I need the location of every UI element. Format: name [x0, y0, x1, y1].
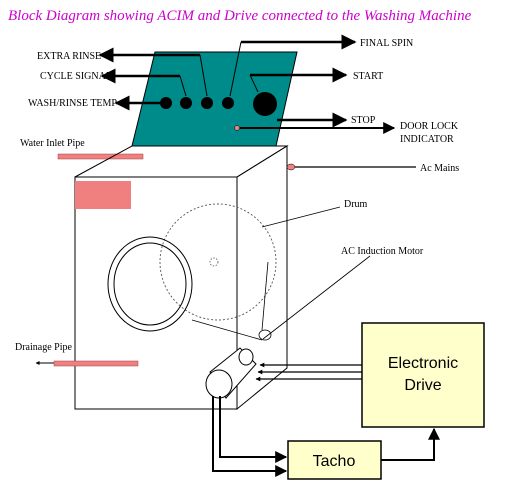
drum	[159, 203, 277, 321]
water-inlet-label: Water Inlet Pipe	[20, 138, 85, 149]
belt-line-2	[261, 261, 269, 331]
start-leader	[249, 74, 259, 93]
drum-hub	[209, 257, 219, 267]
cycle-signal-label: CYCLE SIGNAL	[40, 71, 112, 82]
drainage-label: Drainage Pipe	[15, 342, 72, 353]
extra-rinse-label: EXTRA RINSE	[37, 51, 101, 62]
drum-pulley	[258, 329, 272, 341]
extra-rinse-knob	[201, 97, 213, 109]
final-spin-knob	[222, 97, 234, 109]
drum-leader	[261, 206, 341, 228]
tacho-block	[287, 440, 382, 480]
ac-mains-label: Ac Mains	[420, 163, 459, 174]
wash-rinse-temp-knob	[160, 97, 172, 109]
electronic-drive-label-line2: Drive	[404, 377, 441, 394]
door-inner	[113, 242, 187, 326]
motor-leader	[262, 255, 371, 340]
machine-side	[236, 145, 288, 411]
door-outer	[107, 236, 193, 332]
stop-label: STOP	[351, 115, 376, 126]
water-inlet-pipe	[57, 153, 144, 160]
belt-line	[191, 319, 263, 341]
machine-top	[74, 145, 289, 178]
motor-label: AC Induction Motor	[341, 246, 424, 257]
cycle-signal-knob	[180, 97, 192, 109]
door-lock-label-line2: INDICATOR	[400, 134, 454, 145]
tacho-label: Tacho	[313, 453, 356, 470]
door-lock-label-line1: DOOR LOCK	[400, 121, 459, 132]
final-spin-label: FINAL SPIN	[360, 38, 413, 49]
motor-shaft-end	[238, 348, 254, 366]
ac-mains-socket	[286, 163, 296, 171]
electronic-drive-label-line1: Electronic	[388, 355, 458, 372]
wash-rinse-temp-label: WASH/RINSE TEMP	[28, 98, 117, 109]
drainage-pipe	[53, 360, 139, 367]
cycle-signal-leader	[179, 75, 187, 97]
start-stop-knob	[253, 92, 277, 116]
door-lock-indicator-light	[234, 125, 240, 131]
electronic-drive-block	[361, 322, 485, 428]
drum-label: Drum	[344, 199, 368, 210]
final-spin-leader	[229, 41, 242, 97]
tacho-drive-feedback	[381, 427, 440, 461]
motor-tacho-line-2	[219, 396, 288, 463]
motor-end-cap	[205, 369, 233, 399]
extra-rinse-leader	[199, 54, 208, 97]
diagram-title: Block Diagram showing ACIM and Drive con…	[8, 8, 472, 24]
front-panel-plate	[75, 181, 131, 209]
motor-tacho-line-1	[212, 396, 288, 477]
start-label: START	[353, 71, 383, 82]
